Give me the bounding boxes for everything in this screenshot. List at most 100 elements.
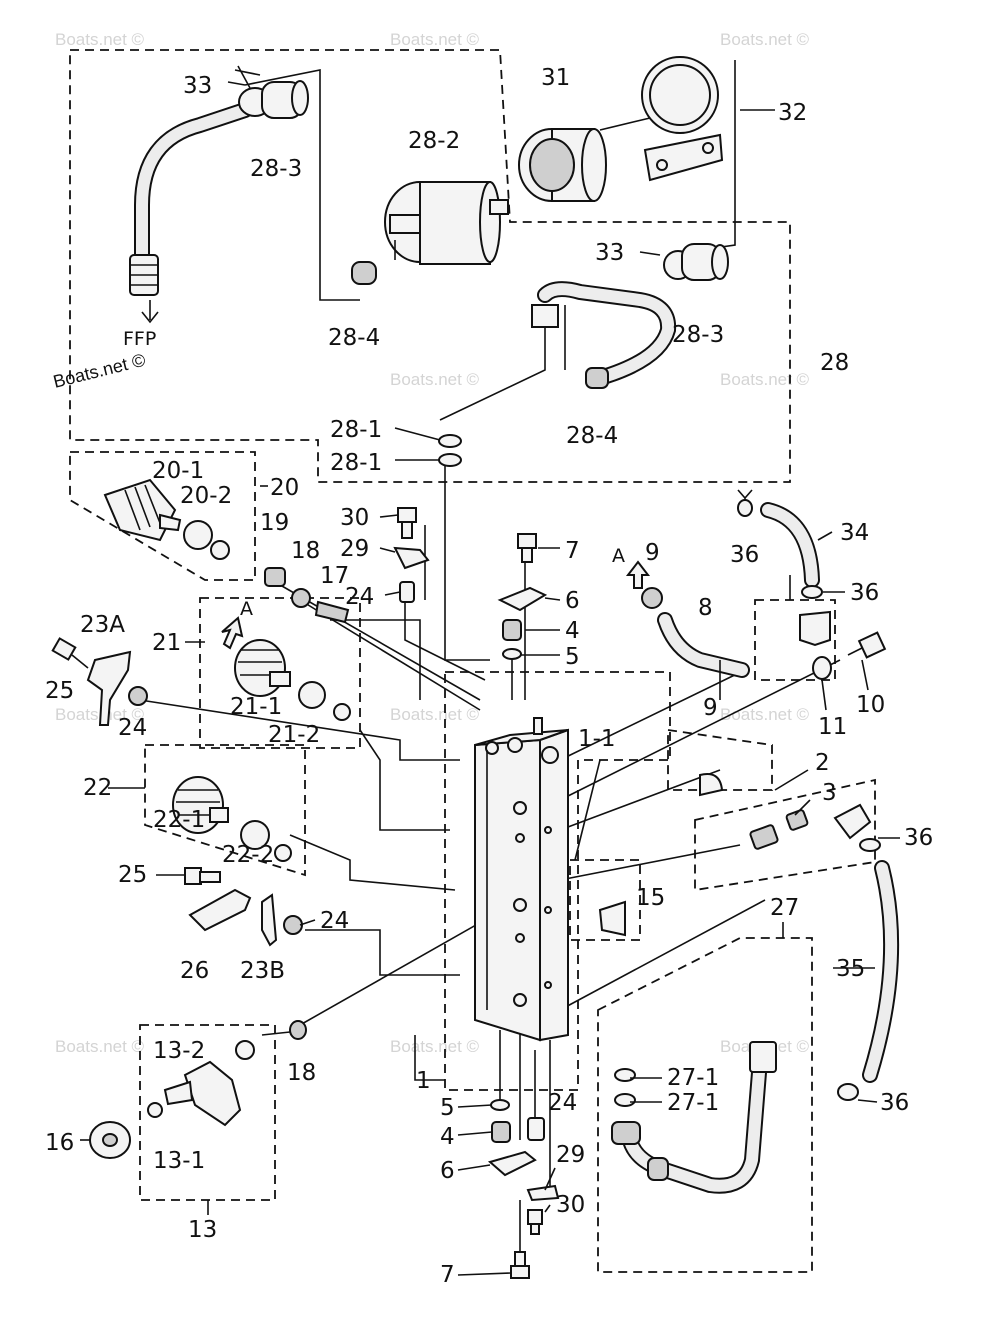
label-27-1: 27-1 <box>667 1065 719 1091</box>
spacer-24-upper <box>399 581 415 603</box>
label-28-4: 28-4 <box>328 325 380 351</box>
label-17: 17 <box>320 563 349 589</box>
callouts: 33 28-3 28-2 31 32 33 28-4 28-3 28 28-4 … <box>45 65 933 1288</box>
bracket-32 <box>641 56 724 182</box>
label-24: 24 <box>320 908 349 934</box>
label-4: 4 <box>440 1124 455 1150</box>
clip-29-upper <box>393 546 430 570</box>
clip-29-lower <box>526 1184 560 1202</box>
bolt-25-lower <box>184 867 221 885</box>
label-21: 21 <box>152 630 181 656</box>
label-28-3: 28-3 <box>250 156 302 182</box>
hose-end-28-3-upper <box>234 65 309 119</box>
washer-24-mid <box>283 915 303 935</box>
injector-20 <box>103 478 230 560</box>
fitting-2-3 <box>749 803 872 850</box>
label-22-1: 22-1 <box>153 807 205 833</box>
label-27-1: 27-1 <box>667 1090 719 1116</box>
seal-18-lower <box>289 1020 307 1040</box>
label-33: 33 <box>595 240 624 266</box>
group-1-outline <box>444 671 671 1091</box>
label-6: 6 <box>440 1158 455 1184</box>
label-23b: 23B <box>240 958 285 984</box>
label-13: 13 <box>188 1217 217 1243</box>
label-28-3: 28-3 <box>672 322 724 348</box>
label-24: 24 <box>345 584 374 610</box>
label-arrow-a: A <box>240 598 253 620</box>
bolt-7-upper <box>517 533 537 563</box>
nut-19 <box>264 567 286 587</box>
label-15 <box>598 900 626 937</box>
label-26: 26 <box>180 958 209 984</box>
cap-9-lower <box>699 773 724 797</box>
bolt-7-lower <box>510 1251 530 1279</box>
o-ring-28-1-a <box>438 434 462 448</box>
label-5: 5 <box>440 1095 455 1121</box>
label-20: 20 <box>270 475 299 501</box>
label-31: 31 <box>541 65 570 91</box>
label-10: 10 <box>856 692 885 718</box>
label-30: 30 <box>556 1192 585 1218</box>
group-20-outline <box>69 451 256 581</box>
clamp-36-d <box>837 1083 859 1101</box>
hose-34 <box>760 502 820 588</box>
injector-21 <box>234 639 351 721</box>
label-4: 4 <box>565 618 580 644</box>
label-28-2: 28-2 <box>408 128 460 154</box>
label-28-1: 28-1 <box>330 417 382 443</box>
group-9-outline <box>667 728 773 791</box>
label-25: 25 <box>45 678 74 704</box>
cap-9-upper <box>641 587 663 609</box>
label-24: 24 <box>118 715 147 741</box>
label-25: 25 <box>118 862 147 888</box>
hose-27 <box>611 1041 777 1194</box>
group-15-outline <box>569 859 641 941</box>
label-29: 29 <box>556 1142 585 1168</box>
o-ring-5-upper <box>502 648 522 660</box>
label-22: 22 <box>83 775 112 801</box>
label-35: 35 <box>836 956 865 982</box>
watermark: Boats.net © <box>55 30 145 49</box>
label-leaders <box>80 81 900 1276</box>
label-13-2: 13-2 <box>153 1038 205 1064</box>
clamp-36-c <box>859 838 881 852</box>
bolt-10 <box>847 631 887 659</box>
label-15: 15 <box>636 885 665 911</box>
hose-8 <box>657 612 750 678</box>
label-2: 2 <box>815 750 830 776</box>
o-ring-5-lower <box>490 1099 510 1111</box>
watermark-dark: Boats.net © <box>51 350 147 392</box>
plate-6-lower <box>487 1150 537 1177</box>
label-33: 33 <box>183 73 212 99</box>
seal-18-upper <box>291 588 311 608</box>
bolt-30-upper <box>397 507 417 539</box>
label-18: 18 <box>287 1060 316 1086</box>
hose-28-3-right <box>531 243 729 389</box>
label-36: 36 <box>850 580 879 606</box>
label-18: 18 <box>291 538 320 564</box>
label-6: 6 <box>565 588 580 614</box>
label-arrow-a: A <box>612 545 625 567</box>
label-30: 30 <box>340 505 369 531</box>
plate-6-upper <box>497 586 548 612</box>
group-outlines <box>69 49 876 1273</box>
watermark: Boats.net © <box>720 705 810 724</box>
label-ffp: FFP <box>123 328 156 350</box>
label-7: 7 <box>565 538 580 564</box>
bolt-25-upper <box>51 637 89 669</box>
watermark: Boats.net © <box>390 30 480 49</box>
watermark: Boats.net © <box>720 30 810 49</box>
bracket-23b <box>261 893 278 947</box>
group-36-outline <box>754 599 836 681</box>
label-24: 24 <box>548 1090 577 1116</box>
label-36: 36 <box>730 542 759 568</box>
o-ring-27-1-b <box>614 1093 636 1107</box>
label-16: 16 <box>45 1130 74 1156</box>
label-28-4: 28-4 <box>566 423 618 449</box>
plug-4-upper <box>502 619 522 641</box>
bolt-30-lower <box>527 1209 543 1235</box>
clamp-36-b <box>801 585 823 599</box>
label-19: 19 <box>260 510 289 536</box>
label-1: 1 <box>416 1068 431 1094</box>
